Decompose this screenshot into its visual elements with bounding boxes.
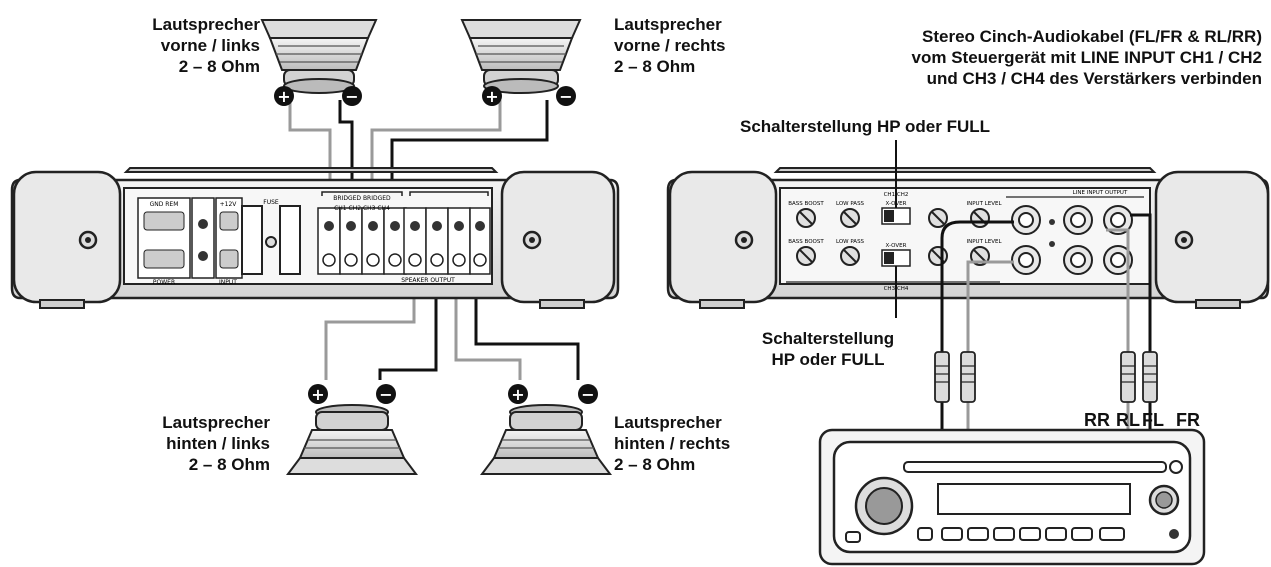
amp-left-heatsink-l: [12, 170, 122, 304]
tune-knob-icon: [1148, 484, 1180, 516]
plus-icon: +: [482, 86, 502, 106]
label-rear-right: Lautsprecher hinten / rechts 2 – 8 Ohm: [614, 413, 731, 474]
svg-text:−: −: [581, 385, 594, 404]
plus-icon: +: [274, 86, 294, 106]
svg-text:−: −: [559, 87, 572, 106]
amp-right-input-level-2: INPUT LEVEL: [966, 239, 1002, 245]
screw-icon: [734, 230, 754, 250]
amp-left-input: INPUT: [219, 279, 237, 286]
amp-right-low-pass-1: LOW PASS: [836, 201, 865, 207]
eject-icon: [1169, 460, 1183, 474]
screw-icon: [1174, 230, 1194, 250]
label-cinch-instruction: Stereo Cinch-Audiokabel (FL/FR & RL/RR) …: [911, 27, 1262, 88]
minus-icon: −: [556, 86, 576, 106]
plus-icon: +: [508, 384, 528, 404]
svg-text:−: −: [345, 87, 358, 106]
amp-left-heatsink-r: [500, 170, 616, 304]
label-switch-bottom: Schalterstellung HP oder FULL: [761, 329, 895, 369]
head-unit: [818, 428, 1206, 566]
polarity-markers: + − + − + − + −: [274, 86, 598, 404]
amplifier-left: GND REM +12V POWER INPUT FUSE BRIDGED BR…: [10, 167, 620, 309]
cd-slot: [903, 461, 1167, 473]
minus-icon: −: [342, 86, 362, 106]
amp-right-bass-boost-1: BASS BOOST: [788, 201, 824, 207]
amp-right-bass-boost-2: BASS BOOST: [788, 239, 824, 245]
speaker-rear-right: [480, 404, 612, 475]
channel-label-fr: FR: [1176, 410, 1200, 430]
amp-left-foot-2: [539, 299, 585, 309]
svg-text:+: +: [311, 385, 324, 404]
label-front-left: Lautsprecher vorne / links 2 – 8 Ohm: [152, 15, 260, 76]
label-rear-left: Lautsprecher hinten / links 2 – 8 Ohm: [162, 413, 270, 474]
speaker-wires-left: [288, 100, 580, 380]
channel-label-rr: RR: [1084, 410, 1110, 430]
screw-icon: [78, 230, 98, 250]
amp-right-line-output: LINE INPUT OUTPUT: [1073, 190, 1128, 196]
rca-plugs: [934, 351, 1158, 403]
svg-text:−: −: [379, 385, 392, 404]
amp-left-bridged: BRIDGED BRIDGED: [333, 195, 391, 202]
speaker-front-right: [460, 19, 582, 94]
amp-right-xover-2: X-OVER: [886, 243, 907, 249]
volume-knob-icon: [854, 476, 914, 536]
svg-text:+: +: [511, 385, 524, 404]
speaker-rear-left: [286, 404, 418, 475]
channel-label-rl: RL: [1116, 410, 1140, 430]
amp-left-top-bar: [123, 167, 499, 173]
amp-left-12v: +12V: [220, 201, 238, 208]
label-switch-top: Schalterstellung HP oder FULL: [740, 117, 991, 136]
head-unit-display: [937, 483, 1131, 515]
amp-right-low-pass-2: LOW PASS: [836, 239, 865, 245]
svg-text:+: +: [485, 87, 498, 106]
amplifier-right: BASS BOOST BASS BOOST LOW PASS LOW PASS …: [666, 167, 1270, 309]
wire-rear-right-plus: [454, 268, 522, 380]
amp-left-speaker-output: SPEAKER OUTPUT: [401, 277, 455, 284]
amp-left-channels: CH1 CH2 CH3 CH4: [334, 205, 390, 212]
screw-icon: [522, 230, 542, 250]
svg-text:+: +: [277, 87, 290, 106]
minus-icon: −: [578, 384, 598, 404]
wire-rear-right-minus: [474, 268, 580, 380]
minus-icon: −: [376, 384, 396, 404]
amp-left-foot-1: [39, 299, 85, 309]
rca-cables: [940, 213, 1152, 440]
wire-rear-left-minus: [378, 268, 438, 380]
amp-left-gnd-rem: GND REM: [150, 201, 179, 208]
amp-right-heatsink-l: [668, 170, 778, 304]
amp-left-power: POWER: [153, 279, 175, 286]
label-front-right: Lautsprecher vorne / rechts 2 – 8 Ohm: [614, 15, 726, 76]
speaker-front-left: [260, 19, 378, 94]
plus-icon: +: [308, 384, 328, 404]
amp-right-heatsink-r: [1154, 170, 1270, 304]
channel-label-fl: FL: [1142, 410, 1164, 430]
amp-left-fuse: FUSE: [263, 199, 279, 206]
amp-right-input-level-1: INPUT LEVEL: [966, 201, 1002, 207]
amp-right-top-bar: [773, 167, 1157, 173]
